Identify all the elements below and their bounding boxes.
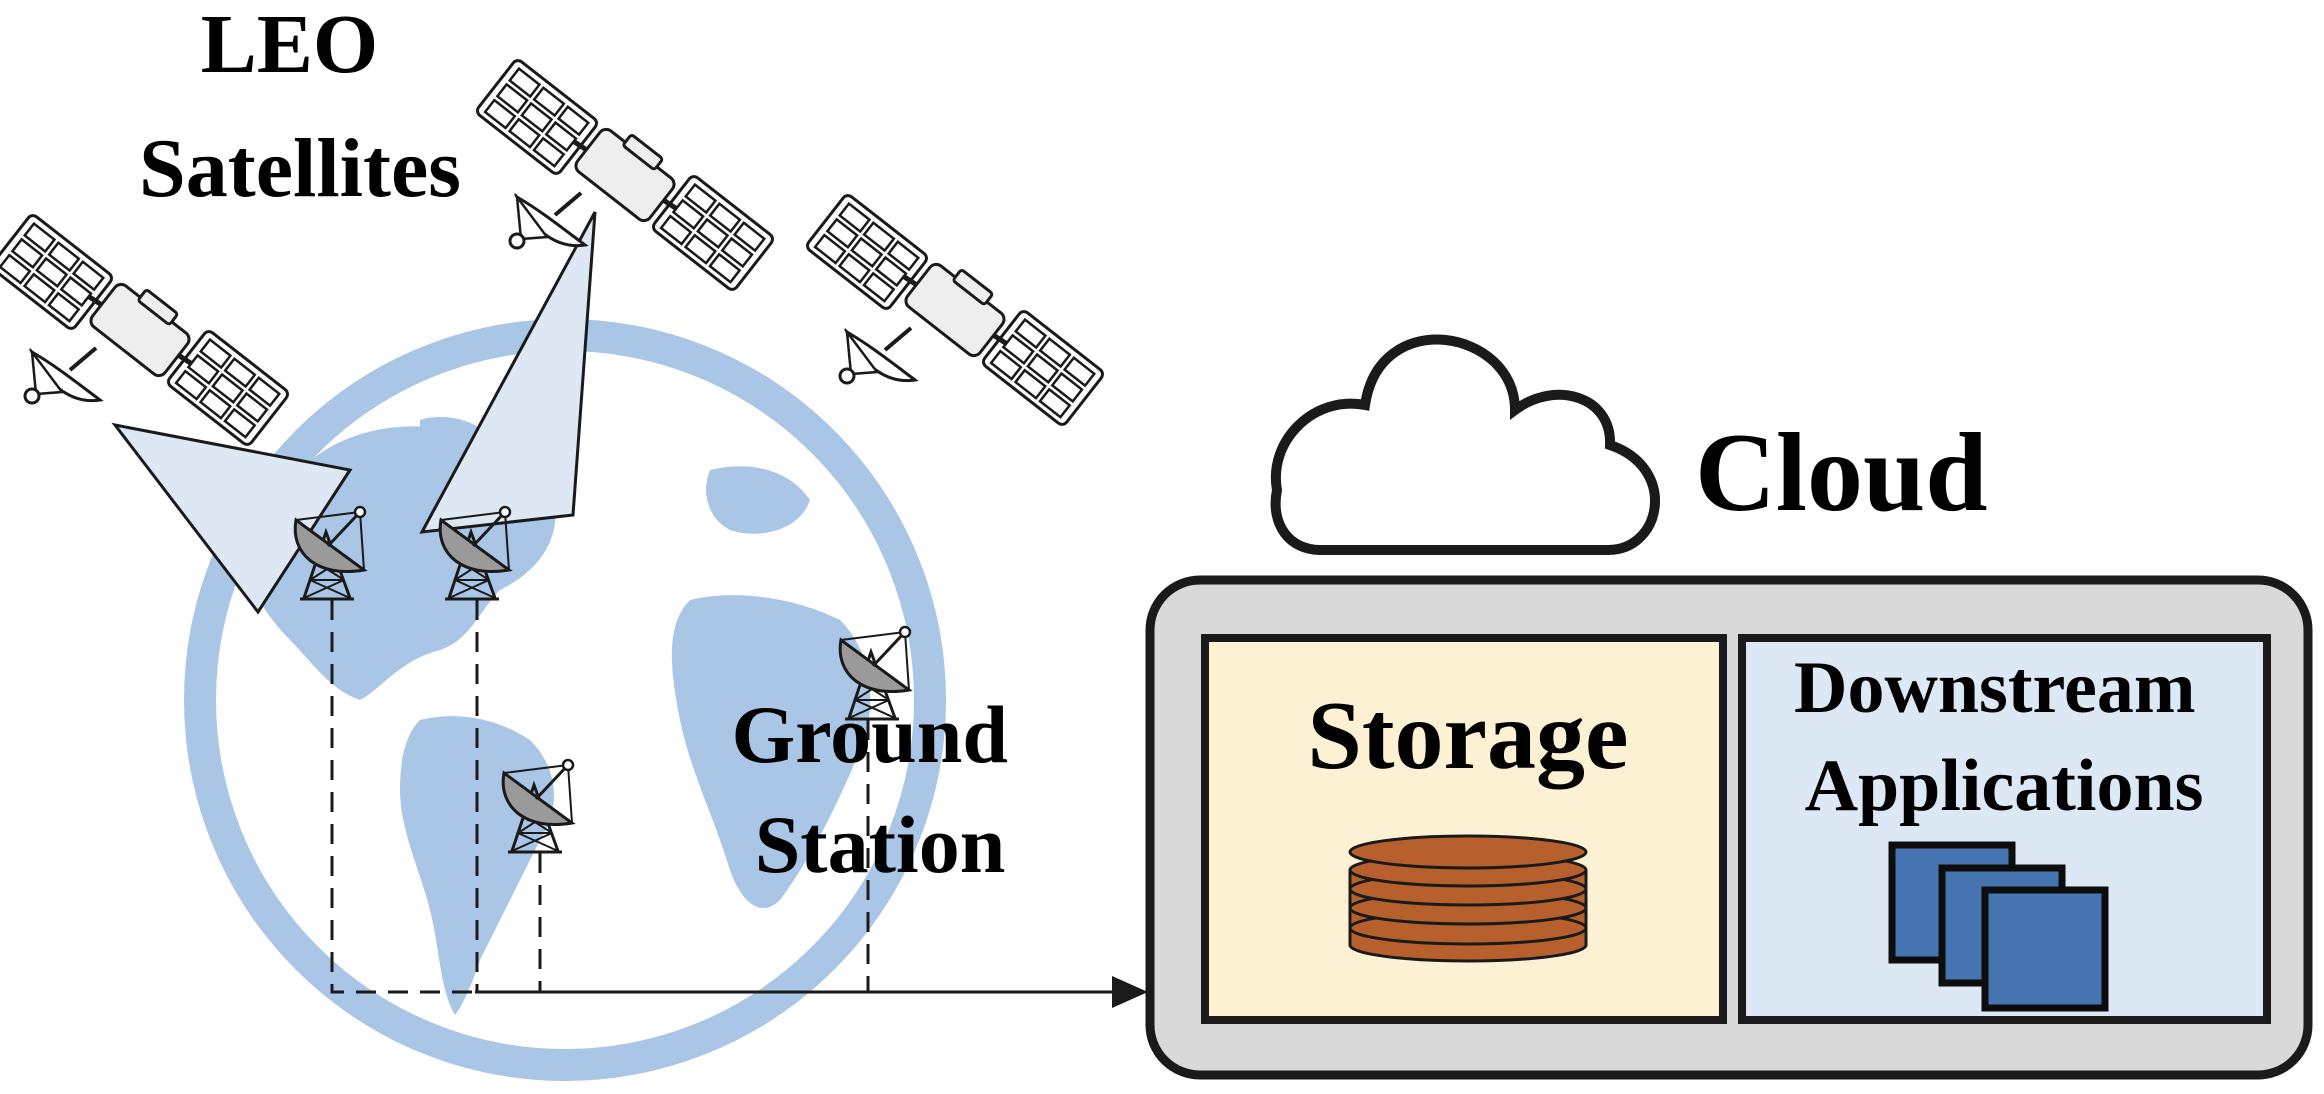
satellite-icon-right [805, 193, 1105, 427]
label-cloud: Cloud [1695, 411, 1988, 535]
label-downstream-applications: Downstream Applications [1794, 647, 2214, 827]
database-icon [1348, 834, 1588, 963]
downlink-dashed-lines [330, 600, 870, 994]
label-storage: Storage [1307, 682, 1628, 790]
continent-africa [671, 595, 871, 909]
label-leo-satellites: LEO Satellites [139, 0, 461, 215]
satellite-icon-left [0, 213, 290, 447]
satellite-icon-middle [475, 58, 775, 292]
continent-europe [706, 466, 810, 534]
cloud-icon [1270, 334, 1660, 555]
beam-middle [419, 211, 597, 534]
arrow-head-icon [1112, 976, 1148, 1008]
label-ground-station: Ground Station [731, 689, 1028, 890]
stacked-windows-icon [1888, 841, 2109, 1012]
